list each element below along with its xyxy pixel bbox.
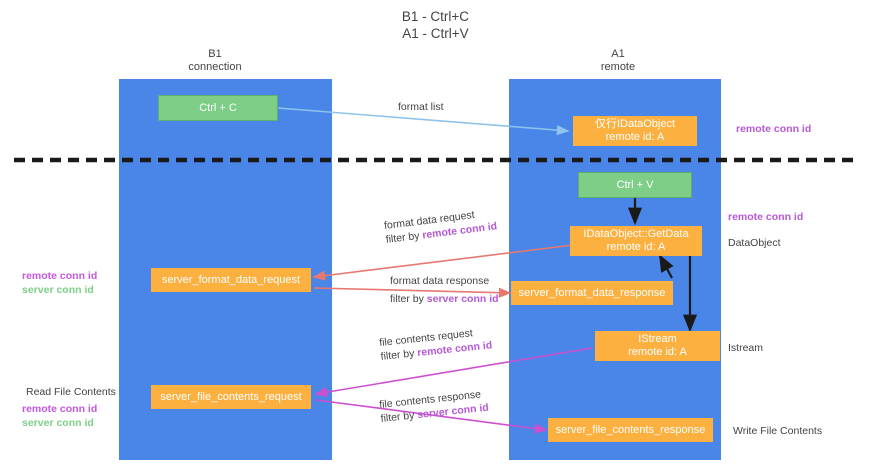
right-label-write-file-contents-text: Write File Contents [733,425,823,437]
box-istream-line1: IStream [638,333,677,345]
box-getdata[interactable]: IDataObject::GetData remote id: A [570,226,702,256]
box-getdata-line1: IDataObject::GetData [583,228,689,240]
box-istream-line2: remote id: A [628,346,687,358]
box-getdata-line2: remote id: A [606,241,666,253]
edge-label-file-contents-response: file contents response filter by server … [379,387,490,426]
right-label-remote-conn-id-top-text: remote conn id [736,123,812,135]
box-ctrl-c[interactable]: Ctrl + C [158,95,278,121]
right-label-dataobject-text: DataObject [728,237,781,249]
lane-header-b1: B1 connection [155,48,275,74]
lane-b1-name: B1 [208,48,222,60]
left-label-read-file-contents-group: Read File Contents [26,385,116,399]
left-label-read-file-contents: Read File Contents [26,386,116,398]
edge-label-format-data-response-text: format data response [390,275,490,287]
box-server-format-data-request[interactable]: server_format_data_request [151,268,311,292]
box-ctrl-v-label: Ctrl + V [616,178,654,191]
box-idataobject-top-line2: remote id: A [605,131,665,143]
edge-label-file-contents-request: file contents request filter by remote c… [379,324,493,364]
left-label-server-conn-id-2: server conn id [22,417,94,429]
filter-key-server-conn-id: server conn id [426,293,499,305]
left-label-conn-ids-2: remote conn id server conn id [22,402,97,430]
filter-prefix: filter by [380,409,418,425]
edge-label-format-data-response-filter: filter by server conn id [390,292,499,306]
filter-prefix: filter by [385,229,424,246]
right-label-remote-conn-id-mid: remote conn id [728,211,803,223]
left-label-remote-conn-id-1: remote conn id [22,270,98,282]
box-idataobject-top[interactable]: 仅行IDataObject remote id: A [573,116,697,146]
right-label-remote-conn-id-top: remote conn id [736,123,811,135]
right-label-dataobject: DataObject [728,237,781,249]
box-server-format-data-response-label: server_format_data_response [518,286,666,299]
page-title: B1 - Ctrl+C A1 - Ctrl+V [0,8,871,42]
right-label-istream: Istream [728,342,763,354]
right-label-write-file-contents: Write File Contents [733,425,822,437]
left-label-conn-ids-1: remote conn id server conn id [22,269,97,297]
lane-header-a1: A1 remote [558,48,678,74]
edge-label-format-data-response: format data response filter by server co… [390,274,499,306]
box-ctrl-v[interactable]: Ctrl + V [578,172,692,198]
filter-prefix: filter by [380,347,418,363]
box-server-format-data-response[interactable]: server_format_data_response [511,281,673,305]
left-label-remote-conn-id-2: remote conn id [22,403,98,415]
box-server-format-data-request-label: server_format_data_request [161,273,301,286]
edge-label-format-list-text: format list [398,101,444,113]
lane-a1-name: A1 [611,48,625,60]
right-label-istream-text: Istream [728,342,764,354]
title-line-1: B1 - Ctrl+C [401,9,470,24]
box-istream[interactable]: IStream remote id: A [595,331,720,361]
lane-a1-sub: remote [600,61,636,73]
edge-label-format-list: format list [398,100,444,114]
right-label-remote-conn-id-mid-text: remote conn id [728,211,804,223]
left-label-server-conn-id-1: server conn id [22,284,94,296]
edge-label-format-data-request: format data request filter by remote con… [383,205,498,246]
box-server-file-contents-request-label: server_file_contents_request [160,390,302,403]
filter-prefix: filter by [390,293,427,305]
box-idataobject-top-line1: 仅行IDataObject [594,118,676,130]
title-line-2: A1 - Ctrl+V [402,26,469,41]
box-server-file-contents-request[interactable]: server_file_contents_request [151,385,311,409]
box-ctrl-c-label: Ctrl + C [199,101,237,114]
lane-b1-sub: connection [188,61,242,73]
box-server-file-contents-response[interactable]: server_file_contents_response [548,418,713,442]
box-server-file-contents-response-label: server_file_contents_response [555,423,706,436]
